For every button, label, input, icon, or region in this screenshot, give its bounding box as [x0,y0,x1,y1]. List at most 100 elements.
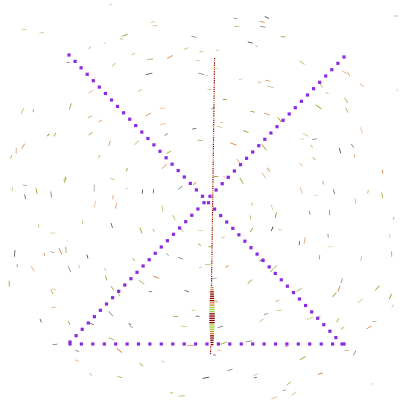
vertical-stroke-segment [213,77,215,80]
vertical-stroke-segment [212,148,214,150]
speckle [161,360,165,363]
vertical-stroke-segment [212,207,214,209]
speckle [270,204,273,211]
vertical-stroke-segment [212,187,214,190]
speckle [187,344,194,347]
vertical-stroke-segment [211,249,213,251]
diagonal-marker-b [159,245,163,249]
speckle [260,25,266,28]
speckle [111,62,116,67]
vertical-stroke-segment [211,262,213,264]
vertical-stroke-segment [212,150,214,152]
vertical-stroke-segment [213,64,216,66]
speckle [141,189,144,194]
vertical-stroke-segment [211,236,213,238]
speckle [282,389,287,392]
speckle [239,177,244,184]
speckle [98,119,103,123]
diagonal-marker-a [67,53,71,57]
speckle [271,396,278,400]
vertical-stroke-segment [213,69,216,71]
speckle [236,158,241,164]
speckle [220,341,227,345]
diagonal-marker-a [200,194,205,198]
speckle [213,175,219,178]
diagonal-marker-b [171,232,176,236]
speckle [299,60,305,65]
speckle [153,275,159,279]
vertical-stroke-segment [212,185,214,187]
speckle [53,132,57,137]
speckle [259,318,264,323]
speckle [39,318,42,323]
speckle [317,372,323,375]
vertical-stroke-segment [212,161,214,163]
vertical-stroke-segment [210,344,214,346]
vertical-stroke-segment [209,311,215,313]
speckle [50,251,55,253]
speckle [160,122,166,126]
speckle [51,288,57,290]
vertical-stroke-segment [213,121,215,124]
diagonal-marker-b [68,340,72,344]
speckle [117,376,123,379]
speckle [291,391,297,396]
speckle [202,376,210,379]
speckle [247,41,253,44]
diagonal-marker-b [232,169,236,173]
diagonal-marker-b [342,55,346,59]
diagonal-marker-b [251,150,255,154]
vertical-stroke-segment [213,106,215,108]
speckle [227,368,233,372]
diagonal-marker-a [140,130,144,134]
speckle [337,285,341,292]
speckle [247,279,253,285]
vertical-stroke-segment [211,260,213,262]
speckle [152,188,155,194]
vertical-stroke-segment [211,256,213,258]
diagonal-marker-a [249,246,253,250]
vertical-stroke-segment [209,333,215,335]
speckle [352,350,357,356]
vertical-stroke-segment [213,75,215,77]
diagonal-marker-b [305,93,310,97]
diagonal-marker-b [135,270,139,274]
speckle [276,309,282,311]
diagonal-marker-b [312,87,316,91]
diagonal-marker-b [98,308,102,312]
speckle [75,349,80,353]
vertical-stroke-segment [211,214,214,216]
diagonal-marker-a [328,329,332,333]
diagonal-marker-line-top-right-to-bottom-left [68,55,346,344]
speckle [217,325,224,329]
vertical-stroke-segment [212,176,214,179]
vertical-stroke-segment [211,278,213,280]
diagonal-marker-a [73,59,77,63]
baseline-marker [342,342,346,346]
speckle [277,117,282,123]
speckle [367,190,369,194]
vertical-stroke-segment [210,335,214,337]
vertical-stroke-segment [213,91,215,93]
vertical-stroke-segment [211,227,213,229]
speckle [116,348,123,353]
speckle [132,257,136,262]
speckle [366,325,372,330]
vertical-stroke-segment [214,60,216,62]
speckle [238,78,243,80]
speckle [372,320,377,323]
diagonal-marker-a [316,316,320,320]
vertical-stroke-segment [214,58,216,60]
vertical-stroke [209,58,216,355]
diagonal-marker-b [111,296,115,300]
speckle [299,186,303,194]
speckle [148,291,153,293]
baseline-marker [308,342,312,346]
speckle [204,74,209,77]
baseline-marker [79,342,83,346]
vertical-stroke-segment [210,284,213,286]
baseline-marker [148,342,152,346]
vertical-stroke-segment [211,251,213,253]
vertical-stroke-segment [209,328,215,330]
baseline-marker [91,342,95,346]
